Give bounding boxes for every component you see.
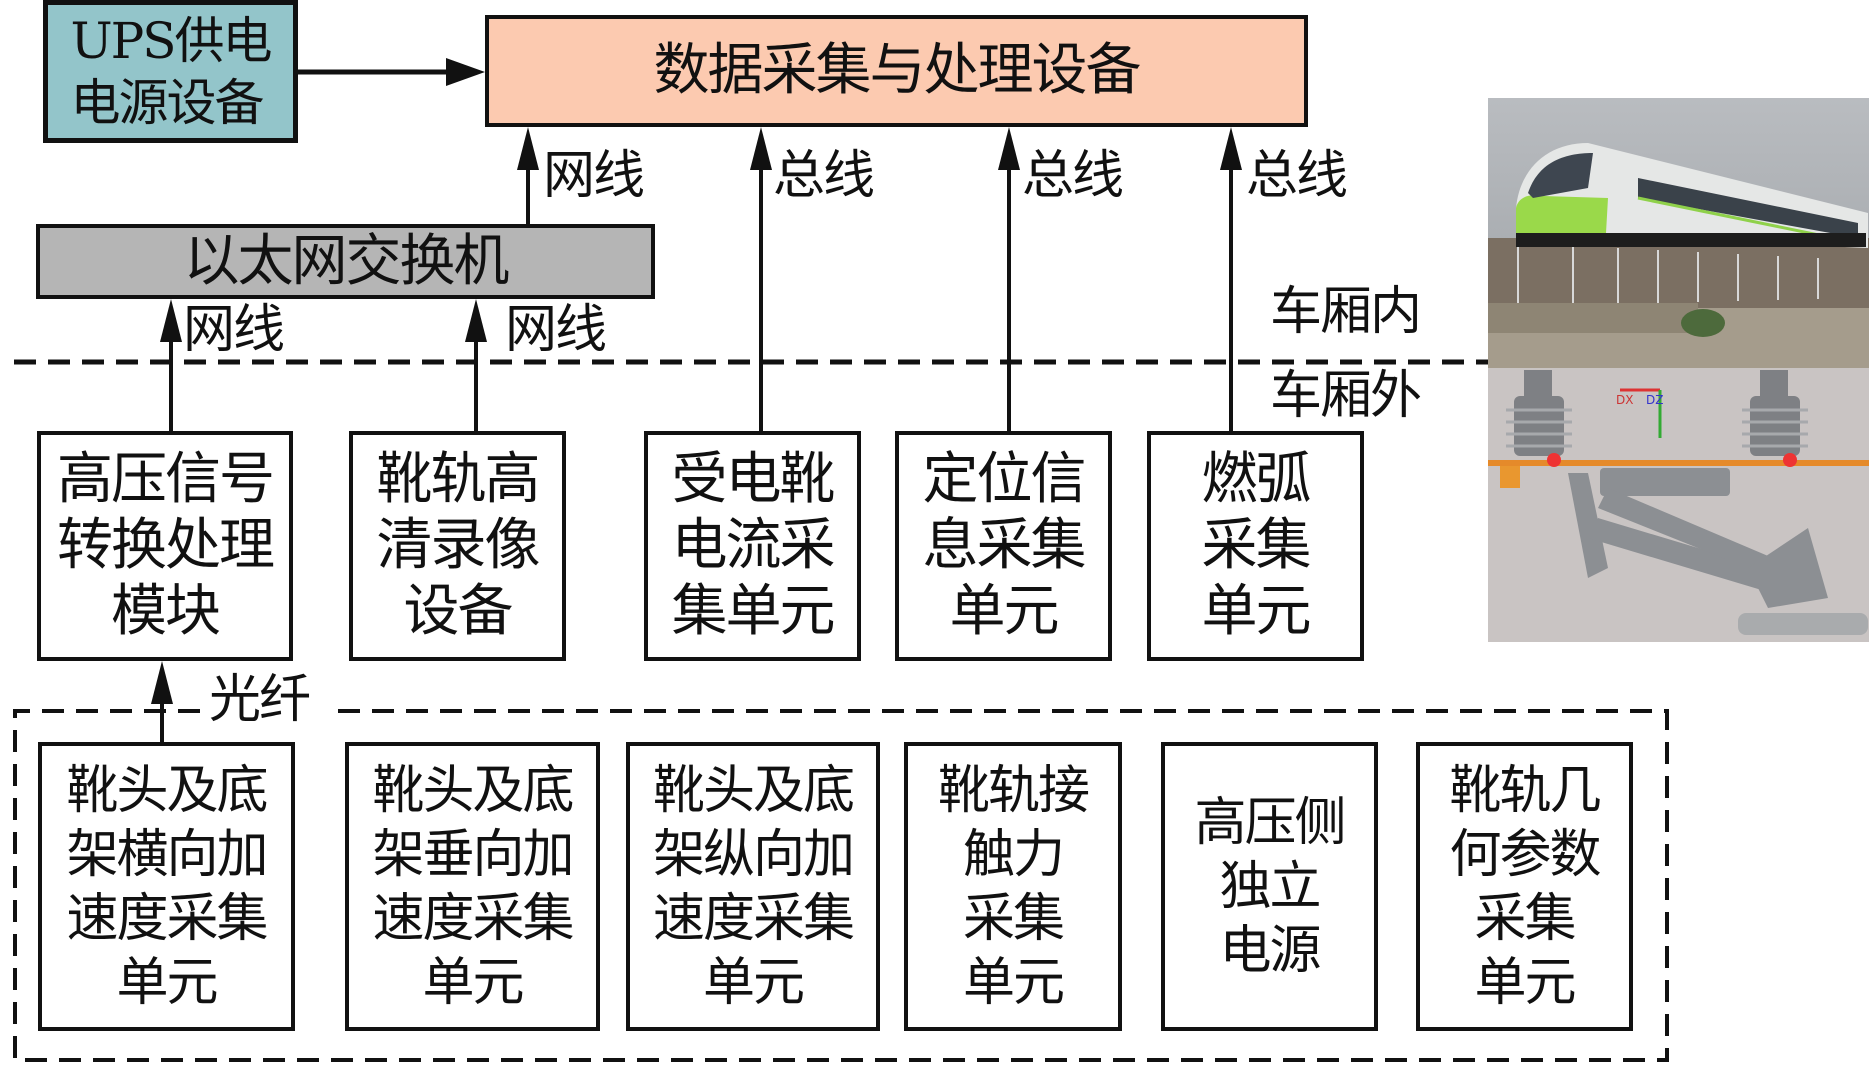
arrowhead <box>151 661 173 704</box>
box-label: 燃弧 采集 单元 <box>1201 447 1312 644</box>
link-label-hd: 网线 <box>505 300 607 360</box>
lateral-accel-unit-box: 靴头及底 架横向加 速度采集 单元 <box>38 742 295 1031</box>
arrowhead <box>160 299 182 342</box>
vertical-accel-unit-box: 靴头及底 架垂向加 速度采集 单元 <box>345 742 600 1031</box>
hd-video-box: 靴轨高 清录像 设备 <box>349 431 566 661</box>
axis-label-dx: DX <box>1616 393 1633 407</box>
zone-label-outside: 车厢外 <box>1270 366 1422 426</box>
arrowhead <box>446 58 485 86</box>
box-label: 靴头及底 架垂向加 速度采集 单元 <box>372 760 574 1013</box>
arc-unit-box: 燃弧 采集 单元 <box>1147 431 1364 661</box>
hv-signal-module-box: 高压信号 转换处理 模块 <box>37 431 293 661</box>
switch-label: 以太网交换机 <box>183 228 510 294</box>
arrowhead <box>517 127 539 170</box>
link-label-hv: 网线 <box>183 300 285 360</box>
arrowhead <box>998 127 1020 170</box>
longitudinal-accel-unit-box: 靴头及底 架纵向加 速度采集 单元 <box>626 742 880 1031</box>
sensor-group-dashed-border <box>13 709 1669 1062</box>
ups-label: UPS供电 电源设备 <box>70 11 272 132</box>
box-label: 靴头及底 架横向加 速度采集 单元 <box>66 760 268 1013</box>
box-label: 高压信号 转换处理 模块 <box>57 447 275 644</box>
arrowhead <box>465 299 487 342</box>
box-label: 靴轨高 清录像 设备 <box>376 447 541 644</box>
processor-label: 数据采集与处理设备 <box>653 38 1142 103</box>
current-collector-render: DX DZ <box>1488 368 1869 642</box>
ethernet-switch-box: 以太网交换机 <box>36 224 655 299</box>
link-label-fiber: 光纤 <box>205 672 314 728</box>
shoe-current-unit-box: 受电靴 电流采 集单元 <box>644 431 861 661</box>
ups-power-supply-box: UPS供电 电源设备 <box>43 0 298 143</box>
zone-label-inside: 车厢内 <box>1270 282 1422 342</box>
contact-force-unit-box: 靴轨接 触力 采集 单元 <box>904 742 1122 1031</box>
train-photo <box>1488 98 1869 368</box>
box-label: 靴轨接 触力 采集 单元 <box>937 760 1090 1013</box>
positioning-unit-box: 定位信 息采集 单元 <box>895 431 1112 661</box>
box-label: 靴头及底 架纵向加 速度采集 单元 <box>652 760 855 1013</box>
link-label-bus-3: 总线 <box>1246 146 1348 206</box>
box-label: 高压侧 独立 电源 <box>1194 792 1346 981</box>
link-label-bus-2: 总线 <box>1022 146 1124 206</box>
geometry-params-unit-box: 靴轨几 何参数 采集 单元 <box>1416 742 1633 1031</box>
link-label-switch: 网线 <box>543 146 645 206</box>
box-label: 定位信 息采集 单元 <box>922 447 1087 644</box>
box-label: 受电靴 电流采 集单元 <box>671 447 836 644</box>
arrowhead <box>750 127 772 170</box>
data-acquisition-processor-box: 数据采集与处理设备 <box>485 15 1308 127</box>
axis-label-dz: DZ <box>1646 393 1663 407</box>
box-label: 靴轨几 何参数 采集 单元 <box>1449 760 1601 1013</box>
arrowhead <box>1220 127 1242 170</box>
hv-independent-power-box: 高压侧 独立 电源 <box>1161 742 1378 1031</box>
link-label-bus-1: 总线 <box>773 146 875 206</box>
